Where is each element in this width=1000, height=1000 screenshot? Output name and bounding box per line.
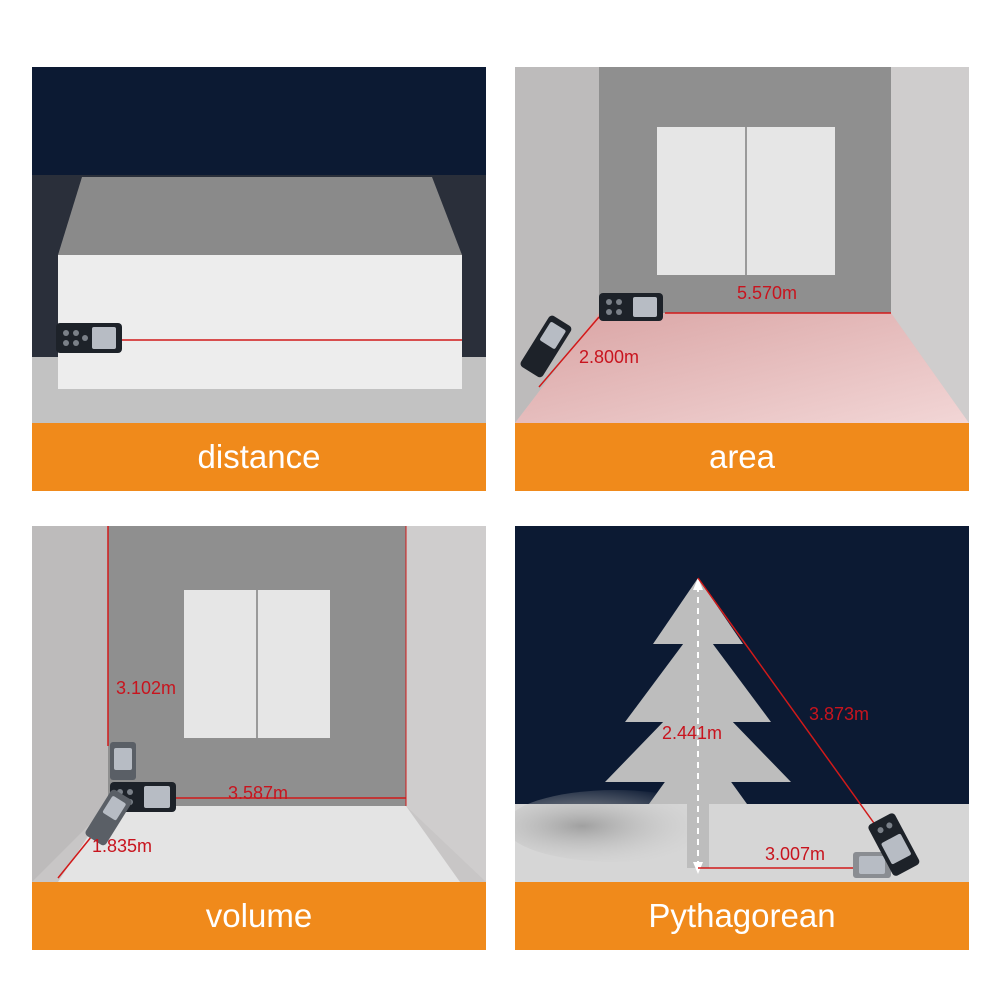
- laser-width: [538, 316, 600, 388]
- caption-distance: distance: [32, 423, 486, 491]
- volume-height-label: 3.102m: [116, 678, 177, 698]
- caption-volume: volume: [32, 882, 486, 950]
- pythagorean-scene: 3.873m 2.441m 3.007m: [515, 526, 969, 882]
- laser-meter-device: [56, 323, 122, 353]
- distance-illustration: [32, 67, 486, 423]
- panel-volume: 3.102m 3.587m 1.835m volume: [32, 526, 486, 950]
- area-length-label: 5.570m: [737, 283, 798, 303]
- box-front-face: [58, 255, 462, 389]
- panel-distance: distance: [32, 67, 486, 491]
- area-illustration: [515, 67, 969, 423]
- pythagorean-height-label: 2.441m: [662, 723, 723, 743]
- floor: [58, 806, 460, 882]
- distance-scene: [32, 67, 486, 423]
- box-top-face: [58, 177, 462, 255]
- panel-area: 5.570m 2.800m area: [515, 67, 969, 491]
- laser-meter-device-side: [520, 315, 572, 378]
- volume-scene: 3.102m 3.587m 1.835m: [32, 526, 486, 882]
- laser-meter-device: [599, 293, 663, 321]
- measured-floor: [515, 313, 969, 423]
- height-arrow-top: [693, 578, 703, 590]
- volume-width-label: 1.835m: [92, 836, 153, 856]
- caption-area: area: [515, 423, 969, 491]
- pythagorean-base-label: 3.007m: [765, 844, 826, 864]
- left-wall: [32, 526, 108, 882]
- panel-pythagorean: 3.873m 2.441m 3.007m Pythagorean: [515, 526, 969, 950]
- volume-length-label: 3.587m: [228, 783, 289, 803]
- laser-meter-device-side: [85, 789, 132, 846]
- left-wall: [515, 67, 599, 423]
- laser-meter-device-flat: [853, 852, 891, 878]
- pythagorean-hypotenuse-label: 3.873m: [809, 704, 870, 724]
- caption-pythagorean: Pythagorean: [515, 882, 969, 950]
- right-wall: [406, 526, 486, 882]
- tree-shadow: [515, 790, 725, 862]
- volume-illustration: [32, 526, 486, 882]
- area-scene: 5.570m 2.800m: [515, 67, 969, 423]
- laser-meter-device: [868, 813, 920, 876]
- area-width-label: 2.800m: [579, 347, 640, 367]
- laser-hypotenuse: [697, 577, 890, 845]
- pythagorean-illustration: [515, 526, 969, 882]
- laser-meter-device-up: [110, 742, 136, 780]
- right-wall: [891, 67, 969, 423]
